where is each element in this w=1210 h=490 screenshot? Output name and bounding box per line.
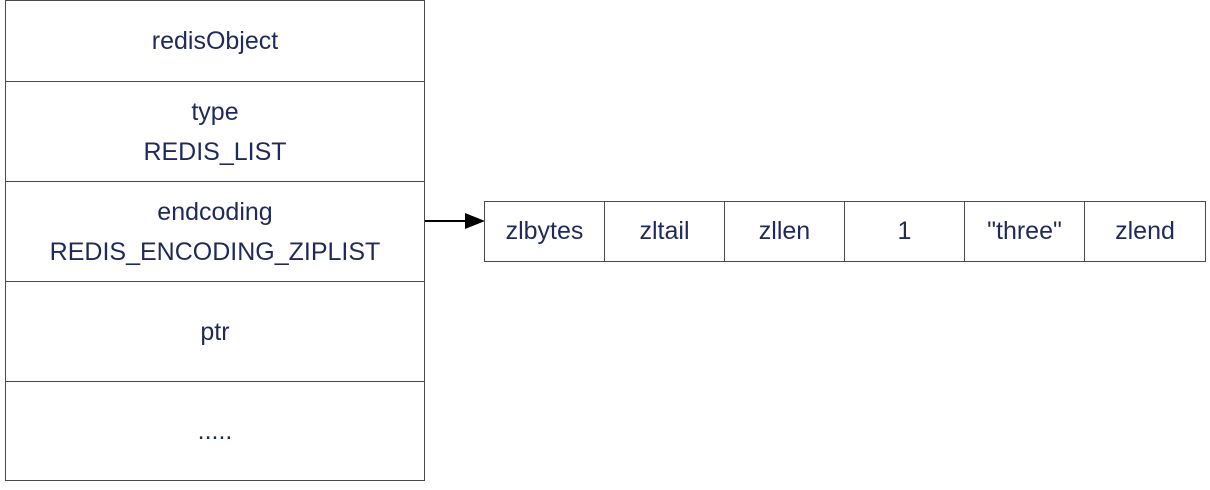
ziplist-cell-zllen: zllen [725,202,845,261]
ziplist-cell-zlbytes: zlbytes [485,202,605,261]
ellipsis-label: ..... [197,417,233,445]
encoding-row: endcoding REDIS_ENCODING_ZIPLIST [6,182,424,282]
redis-object-header-row: redisObject [6,1,424,82]
encoding-value: REDIS_ENCODING_ZIPLIST [49,237,381,266]
ziplist-cell-entry-2: "three" [965,202,1085,261]
redis-object-header: redisObject [151,27,279,55]
type-row: type REDIS_LIST [6,82,424,182]
ziplist-cell-entry-1: 1 [845,202,965,261]
ziplist-cell-zltail: zltail [605,202,725,261]
type-value: REDIS_LIST [143,137,287,166]
ptr-label: ptr [200,317,230,346]
arrow-head [465,213,485,229]
ziplist-cell-zlend: zlend [1115,217,1175,245]
encoding-label: endcoding [157,197,273,226]
ellipsis-row: ..... [6,382,424,480]
ptr-row: ptr [6,282,424,382]
redis-object-table: redisObject type REDIS_LIST endcoding RE… [5,0,425,481]
type-label: type [191,97,239,126]
ziplist-structure: zlbytes zltail zllen 1 "three" zlend [484,201,1206,262]
encoding-to-ziplist-arrow [425,213,485,229]
